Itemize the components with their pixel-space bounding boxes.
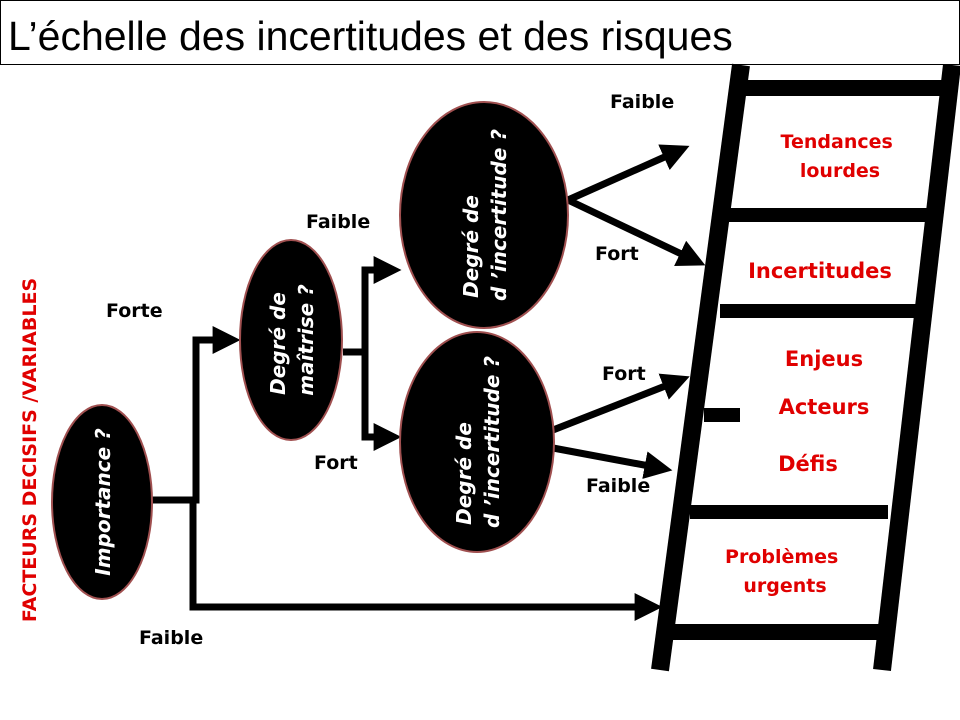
ladder-rung [720,304,920,318]
arrow-top-fort [566,196,706,267]
node-maitrise: Degré de maîtrise ? [239,239,343,441]
ladder-label-incertitudes: Incertitudes [748,259,892,283]
arrow-importance-faible [189,500,663,621]
label-top-faible: Faible [610,91,674,113]
connectors [152,144,706,621]
ladder-label-enjeus: Enjeus [785,347,863,371]
node-maitrise-label: Degré de maîtrise ? [266,284,318,396]
ladder-label-problemes: Problèmes urgents [725,546,845,597]
page-title: L’échelle des incertitudes et des risque… [8,13,733,59]
label-maitrise-fort: Fort [314,452,358,474]
arrow-bottom-faible [552,444,673,479]
ladder-rung [690,505,888,519]
label-importance-forte: Forte [106,300,163,322]
node-importance: Importance ? [51,404,153,600]
ladder-rung [665,624,887,640]
node-incertitude-bottom-label: Degré de d ’incertitude ? [452,356,504,528]
node-incertitude-bottom: Degré de d ’incertitude ? [399,331,555,553]
arrow-maitrise-fort [361,352,402,451]
ladder [651,63,960,672]
arrow-importance-forte [152,326,241,504]
arrow-maitrise-faible [343,256,402,356]
label-bottom-faible: Faible [586,475,650,497]
ladder-rung [728,208,928,222]
node-importance-label: Importance ? [91,428,115,576]
title-box [0,0,960,65]
arrow-bottom-fort [551,373,690,434]
arrow-top-faible [566,144,690,204]
label-maitrise-faible: Faible [306,211,370,233]
ladder-label-tendances: Tendances lourdes [781,131,900,182]
node-incertitude-top: Degré de d ’incertitude ? [399,101,569,329]
label-top-fort: Fort [595,243,639,265]
ladder-right-rail [873,63,960,672]
ladder-left-rail [651,63,750,672]
label-bottom-fort: Fort [602,363,646,385]
ladder-label-defis: Défis [778,452,838,476]
ladder-label-acteurs: Acteurs [779,395,870,419]
label-importance-faible: Faible [139,627,203,649]
node-incertitude-top-label: Degré de d ’incertitude ? [459,129,511,301]
ladder-rung-stub [704,408,740,422]
ladder-rung [735,80,957,96]
side-label: FACTEURS DECISIFS /VARIABLES [19,278,41,622]
